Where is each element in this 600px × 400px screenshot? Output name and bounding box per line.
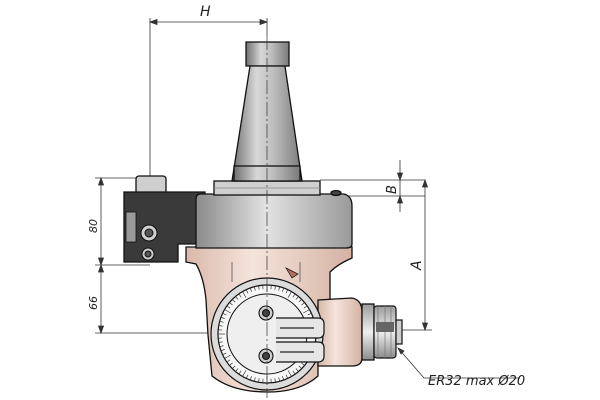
collet-nut: [373, 305, 403, 359]
dial-tick: [224, 354, 231, 359]
dial-tick: [235, 296, 239, 300]
dial-tick: [220, 349, 225, 352]
dial-tick: [301, 362, 305, 366]
dial-tick: [278, 377, 281, 382]
dial-tick: [238, 293, 242, 298]
dial-tick: [218, 341, 223, 343]
clamp-screw-upper: [140, 224, 158, 242]
dial-tick: [295, 368, 299, 372]
dial-tick: [229, 302, 233, 306]
dial-tick: [245, 374, 249, 379]
dial-tick: [292, 293, 296, 298]
dimension-b: [320, 160, 425, 212]
dial-tick: [287, 370, 292, 377]
dial-tick: [298, 299, 302, 303]
dial-screw-top: [258, 305, 274, 321]
dial-tick: [249, 376, 252, 381]
dial-tick: [274, 378, 276, 383]
clamp-bracket: [123, 175, 206, 263]
dial-tick: [282, 376, 285, 381]
dial-tick: [307, 312, 312, 316]
dial-tick: [242, 370, 247, 377]
dial-tick: [222, 352, 227, 356]
dial-tick: [235, 368, 239, 372]
dial-tick: [274, 285, 276, 290]
dim-66-label: 66: [87, 296, 100, 310]
dial-tick: [249, 287, 252, 292]
dial-tick: [219, 345, 224, 348]
dial-tick: [258, 378, 260, 383]
side-spindle: [317, 297, 375, 367]
dial-tick: [238, 370, 242, 375]
dial-tick: [285, 374, 289, 379]
dial-tick: [226, 359, 231, 363]
dim-h-label: H: [200, 4, 211, 20]
dial-tick: [232, 365, 236, 369]
dial-tick: [278, 286, 281, 291]
dial-tick: [219, 320, 224, 323]
taper-shank: [231, 41, 303, 182]
dial-screw-bottom: [258, 348, 274, 364]
dial-tick: [242, 291, 247, 298]
dial-tick: [298, 365, 302, 369]
dial-tick: [253, 377, 256, 382]
collet-callout-leader: [397, 347, 520, 379]
clamp-screw-lower: [141, 247, 155, 261]
dial-tick: [218, 325, 223, 327]
collet-callout-label: ER32 max Ø20: [428, 374, 525, 389]
dial-tick: [282, 287, 285, 292]
dial-tick: [303, 309, 310, 314]
dial-tick: [285, 289, 289, 294]
dial-tick: [287, 291, 292, 298]
dial-tick: [222, 312, 227, 316]
dim-a-label: A: [409, 260, 425, 271]
dial-tick: [229, 362, 233, 366]
dial-tick: [232, 299, 236, 303]
dim-80-label: 80: [87, 219, 100, 233]
angle-dial: [210, 277, 325, 391]
dimension-h: [148, 18, 269, 178]
dial-tick: [245, 289, 249, 294]
dial-pointer-icon: [285, 267, 299, 279]
dial-tick: [303, 305, 308, 309]
dim-b-label: B: [385, 185, 400, 194]
flange-body: [195, 180, 353, 249]
dial-tick: [226, 305, 231, 309]
dial-tick: [258, 285, 260, 290]
dial-tick: [295, 296, 299, 300]
dial-tick: [292, 370, 296, 375]
dial-tick: [301, 302, 305, 306]
dial-tick: [253, 286, 256, 291]
dimension-vertical-left: [95, 176, 228, 335]
dial-tick: [220, 316, 225, 319]
dial-tick: [224, 309, 231, 314]
dimension-a: [395, 178, 432, 332]
